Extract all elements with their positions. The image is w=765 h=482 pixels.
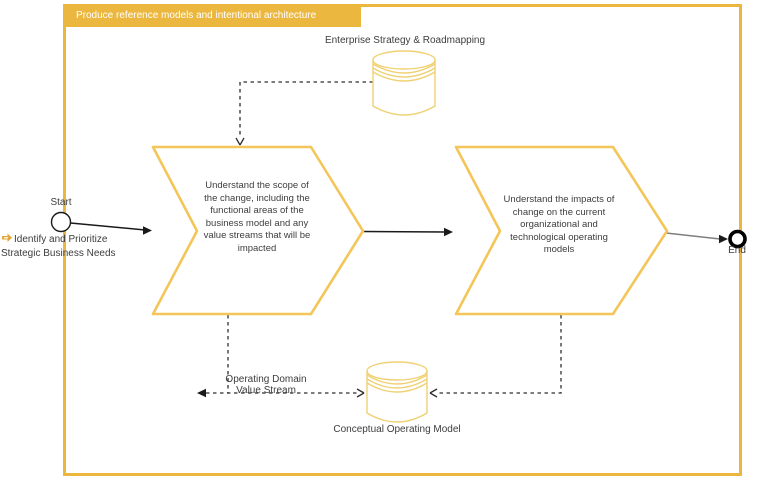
- datastore-conceptual-model-label: Conceptual Operating Model: [333, 424, 461, 435]
- note-identify-prioritize: Identify and Prioritize Strategic Busine…: [1, 233, 127, 260]
- sequence-arrow-start-to-step1: [70, 222, 152, 235]
- flow-label-operating-domain-value-stream: Operating Domain Value Stream: [225, 374, 307, 396]
- arrowhead-right-open: [356, 388, 365, 398]
- group-title-tab[interactable]: Produce reference models and intentional…: [63, 4, 361, 27]
- arrowhead-left-filled: [197, 388, 206, 398]
- group-title: Produce reference models and intentional…: [76, 10, 317, 21]
- step2-label: Understand the impacts of change on the …: [503, 194, 615, 255]
- arrowhead-filled: [719, 234, 728, 244]
- start-event-circle[interactable]: [50, 211, 72, 233]
- arrowhead-left-open: [429, 388, 438, 398]
- data-flow-roadmapping-to-step1: [235, 81, 373, 146]
- step1-chevron-shape[interactable]: [151, 145, 365, 316]
- datastore-enterprise-strategy-label: Enterprise Strategy & Roadmapping: [324, 35, 486, 46]
- data-flow-step2-to-conceptual-model: [429, 315, 562, 398]
- arrowhead-filled: [444, 227, 453, 237]
- arrowhead-down-open: [235, 137, 245, 146]
- step1-label: Understand the scope of the change, incl…: [203, 180, 311, 254]
- end-event-label: End: [728, 245, 746, 256]
- process-link-icon: [1, 233, 13, 248]
- end-event-circle[interactable]: [728, 229, 747, 249]
- data-flow-step1-to-conceptual-model: [197, 315, 365, 398]
- datastore-conceptual-model-shape[interactable]: [366, 361, 428, 423]
- arrowhead-filled: [143, 226, 152, 235]
- sequence-arrow-step1-to-step2: [362, 227, 453, 237]
- start-event-label: Start: [50, 197, 72, 208]
- datastore-enterprise-strategy-shape[interactable]: [372, 50, 436, 116]
- step2-chevron-shape[interactable]: [454, 145, 669, 316]
- sequence-arrow-step2-to-end: [665, 232, 728, 244]
- note-text: Identify and Prioritize Strategic Busine…: [1, 234, 116, 259]
